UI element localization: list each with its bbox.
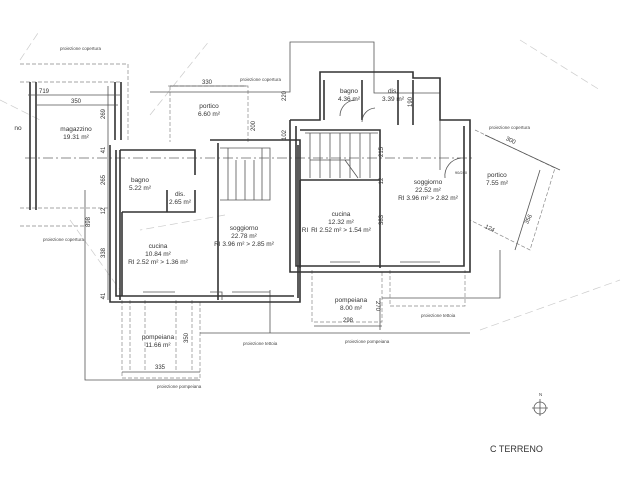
dim-719: 719 <box>39 89 50 95</box>
room-name-soggiorno-right: soggiorno <box>414 179 443 186</box>
note-proiezione-tettoia-2: proiezione tettoia <box>421 313 456 318</box>
room-ri-cucina-left: RI 2.52 m² > 1.36 m² <box>128 259 189 266</box>
room-name-portico-right: portico <box>487 172 507 179</box>
room-area-cucina-right: 12.32 m² <box>328 219 354 226</box>
dim-383: 383 <box>379 214 385 225</box>
note-proiezione-copertura-1: proiezione copertura <box>60 46 102 51</box>
dim-41: 41 <box>101 146 107 153</box>
room-area-soggiorno-left: 22.78 m² <box>231 233 257 240</box>
door-label: 90/240 <box>455 170 468 175</box>
dim-215: 215 <box>379 146 385 157</box>
room-name-cucina-left: cucina <box>149 243 168 250</box>
construction-lines <box>0 29 621 331</box>
dim-190: 190 <box>408 96 414 107</box>
dim-356: 356 <box>524 213 534 225</box>
dim-41b: 41 <box>101 292 107 299</box>
dim-898: 898 <box>86 216 92 227</box>
room-name-dis-right: dis. <box>388 88 398 95</box>
dim-350: 350 <box>71 99 82 105</box>
note-proiezione-copertura-4: proiezione copertura <box>489 125 531 130</box>
room-ri-soggiorno-right: RI 3.96 m² > 2.82 m² <box>398 195 459 202</box>
projection-outlines <box>20 41 561 381</box>
room-name-pompeiana-right: pompeiana <box>335 297 368 304</box>
dim-350b: 350 <box>184 332 190 343</box>
room-label-partial: no <box>14 125 22 132</box>
note-proiezione-copertura-3: proiezione copertura <box>43 237 85 242</box>
north-arrow-icon: N <box>532 392 548 416</box>
room-name-bagno-left: bagno <box>131 177 149 184</box>
room-area-pompeiana-left: 11.66 m² <box>145 342 171 349</box>
room-ri-cucina-right: RI 2.52 m² > 1.54 m² <box>311 227 372 234</box>
room-area-pompeiana-right: 8.00 m² <box>340 305 363 312</box>
dim-270: 270 <box>374 301 380 312</box>
note-proiezione-pompeiana-2: proiezione pompeiana <box>345 339 390 344</box>
room-ri-soggiorno-left: RI 3.96 m² > 2.85 m² <box>214 241 275 248</box>
dim-338: 338 <box>101 247 107 258</box>
room-area-portico-right: 7.55 m² <box>486 180 509 187</box>
projection-notes: proiezione copertura proiezione copertur… <box>43 46 531 389</box>
room-area-dis-left: 2.65 m² <box>169 199 192 206</box>
right-unit-walls <box>289 71 471 273</box>
room-name-bagno-right: bagno <box>340 88 358 95</box>
dim-200: 200 <box>251 120 257 131</box>
dim-269: 269 <box>101 108 107 119</box>
left-unit-walls <box>29 82 301 303</box>
room-area-cucina-left: 10.84 m² <box>145 251 171 258</box>
room-area-portico-left: 6.60 m² <box>198 111 221 118</box>
dim-12: 12 <box>101 207 107 214</box>
room-area-magazzino: 19.31 m² <box>63 134 89 141</box>
room-name-soggiorno-left: soggiorno <box>230 225 259 232</box>
dim-265: 265 <box>101 174 107 185</box>
room-label-ri-partial: RI <box>302 227 309 234</box>
dimensions: 719 350 269 41 265 12 898 338 41 330 200… <box>28 80 534 373</box>
room-area-dis-right: 3.39 m² <box>382 96 405 103</box>
note-proiezione-pompeiana-1: proiezione pompeiana <box>157 384 202 389</box>
dim-220: 220 <box>282 90 288 101</box>
room-name-magazzino: magazzino <box>60 126 92 133</box>
room-name-pompeiana-left: pompeiana <box>142 334 175 341</box>
north-label: N <box>539 392 542 397</box>
room-area-bagno-left: 5.22 m² <box>129 185 152 192</box>
dim-102: 102 <box>282 129 288 140</box>
dim-335: 335 <box>155 365 166 371</box>
room-area-soggiorno-right: 22.52 m² <box>415 187 441 194</box>
room-name-portico-left: portico <box>199 103 219 110</box>
room-name-cucina-right: cucina <box>332 211 351 218</box>
dim-124: 124 <box>484 224 496 234</box>
dim-12b: 12 <box>379 177 385 184</box>
note-proiezione-copertura-2: proiezione copertura <box>240 77 282 82</box>
dim-330: 330 <box>202 80 213 86</box>
dim-300: 300 <box>505 136 517 146</box>
note-proiezione-tettoia-1: proiezione tettoia <box>243 341 278 346</box>
room-name-dis-left: dis. <box>175 191 185 198</box>
room-area-bagno-right: 4.36 m² <box>338 96 361 103</box>
dim-298: 298 <box>343 318 354 324</box>
drawing-title: C TERRENO <box>490 444 543 454</box>
